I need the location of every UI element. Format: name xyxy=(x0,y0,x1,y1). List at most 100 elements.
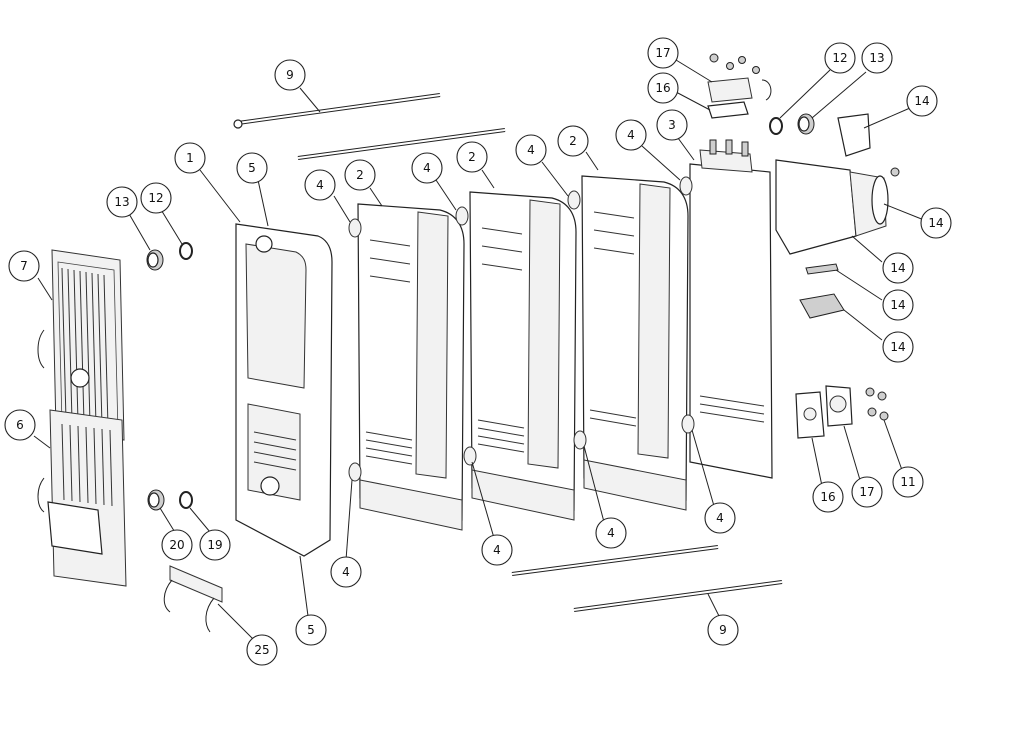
callout-9-top: 9 xyxy=(274,59,306,91)
ring-19 xyxy=(179,491,193,509)
svg-text:2: 2 xyxy=(356,168,364,182)
gasket-16-right xyxy=(795,391,825,439)
middle-section-3 xyxy=(567,175,689,511)
svg-text:14: 14 xyxy=(890,261,905,275)
callout-14-a: 14 xyxy=(906,85,938,117)
svg-text:2: 2 xyxy=(569,134,577,148)
bracket-25 xyxy=(163,565,223,633)
middle-section-1 xyxy=(348,203,465,531)
callout-7: 7 xyxy=(8,250,40,282)
callout-19: 19 xyxy=(199,529,231,561)
plug-13-left xyxy=(146,249,164,271)
front-section xyxy=(235,223,333,557)
callout-3: 3 xyxy=(656,109,688,141)
svg-text:12: 12 xyxy=(148,191,163,205)
svg-text:14: 14 xyxy=(890,298,905,312)
svg-text:25: 25 xyxy=(254,643,269,657)
rear-section xyxy=(679,139,773,479)
callout-4-e: 4 xyxy=(330,556,362,588)
callout-4-c: 4 xyxy=(515,134,547,166)
callout-5-top: 5 xyxy=(236,152,268,184)
callout-2-c: 2 xyxy=(557,125,589,157)
svg-text:5: 5 xyxy=(307,623,315,637)
svg-text:13: 13 xyxy=(869,51,884,65)
svg-text:2: 2 xyxy=(468,150,476,164)
callout-6: 6 xyxy=(4,409,36,441)
callout-1: 1 xyxy=(174,142,206,174)
callouts: 9 1 5 13 12 7 6 20 19 25 5 4 2 4 2 4 2 4… xyxy=(4,37,952,666)
tie-rod-bottom-2 xyxy=(573,580,783,612)
ring-12-left xyxy=(179,242,193,260)
callout-17-right: 17 xyxy=(851,476,883,508)
svg-text:14: 14 xyxy=(928,216,943,230)
svg-text:4: 4 xyxy=(342,565,350,579)
svg-text:5: 5 xyxy=(248,161,256,175)
callout-4-h: 4 xyxy=(704,502,736,534)
callout-2-b: 2 xyxy=(456,141,488,173)
svg-text:12: 12 xyxy=(832,51,847,65)
callout-12-right: 12 xyxy=(824,42,856,74)
callout-4-f: 4 xyxy=(481,534,513,566)
callout-12-left: 12 xyxy=(140,182,172,214)
callout-14-c: 14 xyxy=(882,252,914,284)
svg-text:4: 4 xyxy=(423,161,431,175)
svg-text:4: 4 xyxy=(527,143,535,157)
flange-17-top xyxy=(707,53,772,103)
callout-4-g: 4 xyxy=(595,517,627,549)
callout-16-right: 16 xyxy=(812,481,844,513)
svg-text:6: 6 xyxy=(16,418,24,432)
cover-13-right xyxy=(837,113,871,157)
svg-text:1: 1 xyxy=(186,151,194,165)
callout-20: 20 xyxy=(161,529,193,561)
callout-25: 25 xyxy=(246,634,278,666)
svg-text:11: 11 xyxy=(900,475,915,489)
svg-text:20: 20 xyxy=(169,538,184,552)
callout-14-e: 14 xyxy=(882,331,914,363)
svg-text:4: 4 xyxy=(607,526,615,540)
callout-16-top: 16 xyxy=(647,72,679,104)
svg-text:7: 7 xyxy=(20,259,28,273)
svg-text:14: 14 xyxy=(914,94,929,108)
svg-text:4: 4 xyxy=(627,128,635,142)
callout-5-bottom: 5 xyxy=(295,614,327,646)
plug-20 xyxy=(147,489,165,511)
svg-text:16: 16 xyxy=(820,490,835,504)
svg-text:9: 9 xyxy=(286,68,294,82)
plate-14 xyxy=(799,293,845,319)
leader-lines xyxy=(33,59,925,641)
callout-13-right: 13 xyxy=(861,42,893,74)
callout-14-d: 14 xyxy=(882,289,914,321)
upper-front-door xyxy=(37,249,125,441)
callout-9-bottom: 9 xyxy=(707,614,739,646)
svg-text:17: 17 xyxy=(655,46,670,60)
tie-rod-bottom-1 xyxy=(511,545,719,576)
svg-text:9: 9 xyxy=(719,623,727,637)
svg-text:4: 4 xyxy=(493,543,501,557)
svg-text:4: 4 xyxy=(316,178,324,192)
svg-text:17: 17 xyxy=(859,485,874,499)
callout-11: 11 xyxy=(892,466,924,498)
plug-13-right xyxy=(797,113,815,135)
svg-text:4: 4 xyxy=(716,511,724,525)
clip-14 xyxy=(805,263,839,275)
callout-4-a: 4 xyxy=(304,169,336,201)
svg-text:14: 14 xyxy=(890,340,905,354)
callout-4-d: 4 xyxy=(615,119,647,151)
lower-front-door xyxy=(37,409,127,587)
callout-4-b: 4 xyxy=(411,152,443,184)
callout-13-left: 13 xyxy=(106,186,138,218)
svg-text:3: 3 xyxy=(668,118,676,132)
tie-rod-top-1 xyxy=(233,93,441,129)
ring-12-right xyxy=(769,117,783,135)
nuts-11 xyxy=(865,387,889,421)
callout-2-a: 2 xyxy=(344,159,376,191)
svg-text:13: 13 xyxy=(114,195,129,209)
svg-text:16: 16 xyxy=(655,81,670,95)
tie-rod-top-2 xyxy=(297,128,506,160)
middle-section-2 xyxy=(455,191,577,521)
callout-14-b: 14 xyxy=(920,207,952,239)
gasket-16-top xyxy=(707,101,749,119)
flange-17-right xyxy=(825,385,853,427)
flue-hood xyxy=(775,159,900,255)
